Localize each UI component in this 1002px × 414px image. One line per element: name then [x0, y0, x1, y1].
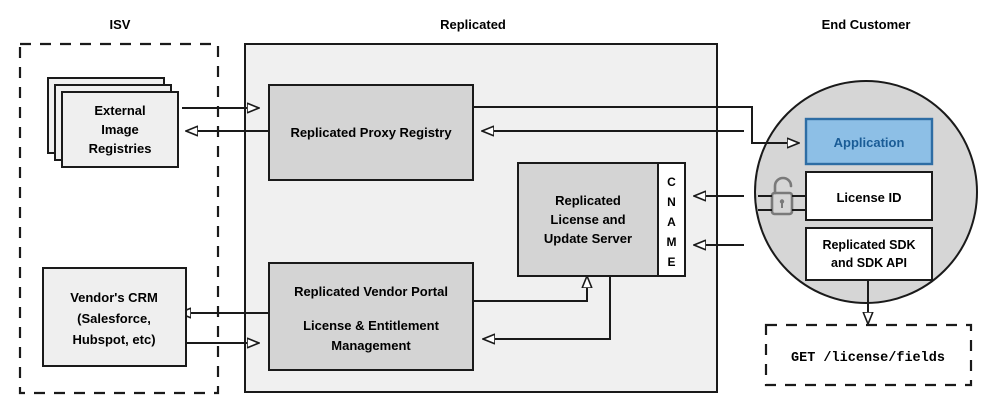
cname-box	[657, 162, 686, 277]
edge-license-server-to-portal	[483, 276, 611, 339]
registries-label-line3: Registries	[89, 141, 152, 156]
vendor-portal-box	[268, 262, 474, 371]
license-server-label-line1: Replicated	[555, 193, 621, 208]
node-application[interactable]: Application	[804, 117, 934, 166]
vendors-crm-label-line3: Hubspot, etc)	[72, 332, 155, 347]
application-label: Application	[834, 135, 905, 150]
zone-isv-label: ISV	[110, 17, 131, 32]
registries-label-line2: Image	[101, 122, 139, 137]
cname-letter-n: N	[667, 195, 676, 209]
node-vendors-crm[interactable]: Vendor's CRM (Salesforce, Hubspot, etc)	[42, 267, 187, 367]
api-call-label: GET /license/fields	[791, 351, 945, 366]
replicated-sdk-box	[805, 227, 933, 281]
zone-isv-boundary	[18, 42, 220, 395]
node-replicated-license-update-server[interactable]: Replicated License and Update Server	[517, 162, 659, 277]
license-server-label-line2: License and	[550, 212, 625, 227]
zone-isv: ISV	[18, 17, 220, 395]
node-replicated-vendor-portal[interactable]: Replicated Vendor Portal License & Entit…	[268, 262, 474, 371]
zone-replicated-label: Replicated	[440, 17, 506, 32]
cname-letter-m: M	[667, 235, 677, 249]
application-box	[804, 117, 934, 166]
license-server-label-line3: Update Server	[544, 231, 632, 246]
node-external-image-registries[interactable]: External Image Registries	[47, 77, 179, 168]
padlock-body	[770, 191, 794, 216]
proxy-registry-box	[268, 84, 474, 181]
cname-letter-c: C	[667, 175, 676, 189]
replicated-sdk-label-line1: Replicated SDK	[822, 238, 915, 252]
cname-letter-e: E	[667, 255, 675, 269]
edge-proxy-to-application	[472, 106, 799, 143]
node-license-id[interactable]: License ID	[805, 171, 933, 221]
node-cname-strip[interactable]: C N A M E	[657, 162, 686, 277]
node-api-call[interactable]: GET /license/fields	[764, 323, 973, 387]
vendor-portal-label-line3: Management	[331, 338, 411, 353]
vendor-portal-label-line1: Replicated Vendor Portal	[294, 284, 448, 299]
padlock-keyhole	[779, 199, 785, 204]
zone-end-customer-label: End Customer	[822, 17, 911, 32]
stacked-layer-front	[61, 91, 179, 168]
proxy-registry-label: Replicated Proxy Registry	[290, 125, 452, 140]
node-replicated-proxy-registry[interactable]: Replicated Proxy Registry	[268, 84, 474, 181]
replicated-sdk-label-line2: and SDK API	[831, 256, 907, 270]
api-call-boundary	[764, 323, 973, 387]
edge-portal-to-license-server	[473, 276, 587, 302]
node-replicated-sdk[interactable]: Replicated SDK and SDK API	[805, 227, 933, 281]
vendors-crm-box	[42, 267, 187, 367]
license-id-label: License ID	[836, 190, 901, 205]
license-update-server-box	[517, 162, 659, 277]
registries-label-line1: External	[94, 103, 145, 118]
vendor-portal-label-line2: License & Entitlement	[303, 318, 439, 333]
license-id-box	[805, 171, 933, 221]
unlocked-padlock-icon	[758, 176, 806, 216]
vendors-crm-label-line1: Vendor's CRM	[70, 290, 158, 305]
vendors-crm-label-line2: (Salesforce,	[77, 311, 151, 326]
cname-letter-a: A	[667, 215, 676, 229]
